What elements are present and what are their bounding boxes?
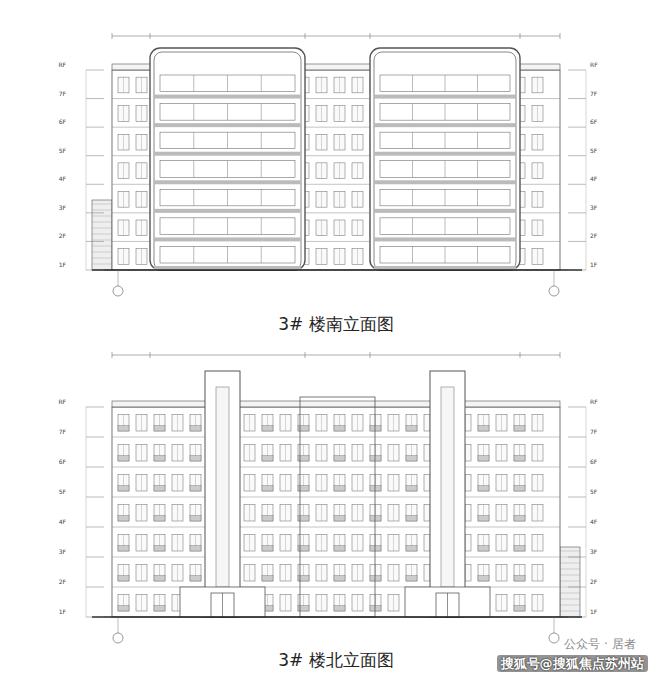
floor-label: 2F <box>590 579 597 585</box>
floor-label: 7F <box>59 91 66 97</box>
drawing-title: 3# 楼北立面图 <box>278 652 393 669</box>
floor-label: 4F <box>59 519 66 525</box>
floor-label: 5F <box>59 489 66 495</box>
floor-label: 6F <box>59 459 66 465</box>
floor-label: 2F <box>590 233 597 239</box>
floor-label: 1F <box>590 262 597 268</box>
floor-label: 6F <box>59 119 66 125</box>
floor-label: 5F <box>590 148 597 154</box>
floor-label: RF <box>590 62 598 68</box>
floor-label: 7F <box>590 429 597 435</box>
floor-label: 1F <box>59 262 66 268</box>
floor-label: 1F <box>590 609 597 615</box>
floor-label: RF <box>58 399 66 405</box>
floor-label: 5F <box>59 148 66 154</box>
floor-label: 3F <box>59 549 66 555</box>
floor-label: 6F <box>590 459 597 465</box>
floor-label: 7F <box>590 91 597 97</box>
floor-label: RF <box>590 399 598 405</box>
south-elevation <box>86 33 586 296</box>
watermark: 公众号 · 居者 <box>564 638 635 650</box>
floor-label: 2F <box>59 579 66 585</box>
drawing-title: 3# 楼南立面图 <box>278 316 393 333</box>
floor-label: 3F <box>59 205 66 211</box>
floor-label: 7F <box>59 429 66 435</box>
floor-label: 3F <box>590 549 597 555</box>
floor-label: RF <box>58 62 66 68</box>
floor-label: 2F <box>59 233 66 239</box>
floor-label: 1F <box>59 609 66 615</box>
floor-label: 5F <box>590 489 597 495</box>
watermark: 搜狐号@搜狐焦点苏州站 <box>497 655 648 672</box>
floor-label: 6F <box>590 119 597 125</box>
floor-label: 3F <box>590 205 597 211</box>
floor-label: 4F <box>59 176 66 182</box>
north-elevation <box>86 352 586 643</box>
floor-label: 4F <box>590 519 597 525</box>
floor-label: 4F <box>590 176 597 182</box>
